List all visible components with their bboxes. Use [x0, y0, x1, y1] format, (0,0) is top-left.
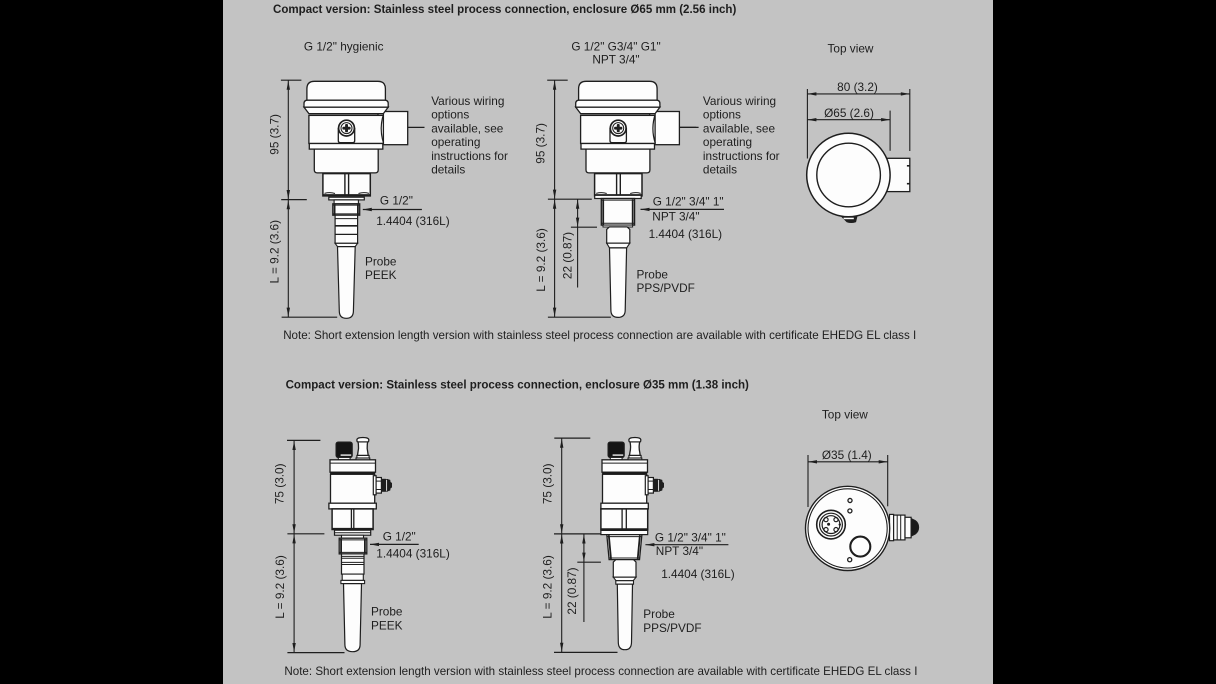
svg-text:details: details	[703, 163, 737, 177]
svg-text:instructions for: instructions for	[431, 149, 508, 163]
svg-text:Probe: Probe	[371, 605, 403, 619]
svg-text:L = 9.2 (3.6): L = 9.2 (3.6)	[534, 228, 548, 292]
svg-text:G 1/2": G 1/2"	[383, 530, 416, 544]
svg-text:operating: operating	[431, 135, 480, 149]
svg-text:L = 9.2 (3.6): L = 9.2 (3.6)	[541, 555, 555, 619]
svg-text:PEEK: PEEK	[371, 618, 403, 632]
svg-text:PPS/PVDF: PPS/PVDF	[637, 281, 695, 295]
svg-text:Probe: Probe	[643, 607, 675, 621]
svg-text:Various wiring: Various wiring	[703, 94, 776, 108]
svg-text:G 1/2" 3/4" 1": G 1/2" 3/4" 1"	[653, 195, 724, 209]
svg-text:Ø35 (1.4): Ø35 (1.4)	[822, 448, 872, 462]
svg-text:Top view: Top view	[822, 407, 868, 421]
svg-text:options: options	[703, 108, 741, 122]
svg-text:75 (3.0): 75 (3.0)	[273, 463, 287, 504]
svg-text:NPT 3/4": NPT 3/4"	[656, 544, 703, 558]
svg-text:Ø65 (2.6): Ø65 (2.6)	[824, 106, 874, 120]
svg-text:Note: Short extension length v: Note: Short extension length version wit…	[283, 329, 916, 342]
svg-text:operating: operating	[703, 135, 752, 149]
svg-text:G 1/2" G3/4" G1": G 1/2" G3/4" G1"	[571, 40, 660, 54]
svg-text:instructions for: instructions for	[703, 149, 780, 163]
svg-text:G 1/2" 3/4" 1": G 1/2" 3/4" 1"	[655, 530, 726, 544]
svg-text:75 (3.0): 75 (3.0)	[541, 463, 555, 504]
svg-text:Probe: Probe	[637, 267, 669, 281]
svg-text:NPT 3/4": NPT 3/4"	[592, 52, 639, 66]
svg-text:details: details	[431, 163, 465, 177]
svg-text:Various wiring: Various wiring	[431, 94, 504, 108]
svg-text:Top view: Top view	[828, 42, 874, 56]
svg-text:Note: Short extension length v: Note: Short extension length version wit…	[284, 665, 917, 678]
svg-text:1.4404 (316L): 1.4404 (316L)	[376, 214, 450, 228]
svg-text:G 1/2": G 1/2"	[380, 193, 413, 207]
svg-text:95 (3.7): 95 (3.7)	[267, 114, 281, 155]
svg-text:available, see: available, see	[431, 121, 504, 135]
svg-text:Probe: Probe	[365, 254, 397, 268]
svg-text:L = 9.2 (3.6): L = 9.2 (3.6)	[267, 220, 281, 284]
svg-text:80 (3.2): 80 (3.2)	[837, 80, 878, 94]
svg-text:G 1/2" hygienic: G 1/2" hygienic	[304, 40, 384, 54]
svg-text:PPS/PVDF: PPS/PVDF	[643, 621, 701, 635]
svg-text:options: options	[431, 108, 469, 122]
svg-text:1.4404 (316L): 1.4404 (316L)	[376, 546, 450, 560]
svg-text:95 (3.7): 95 (3.7)	[534, 123, 548, 164]
svg-text:available, see: available, see	[703, 121, 776, 135]
svg-text:22 (0.87): 22 (0.87)	[565, 567, 579, 614]
svg-text:Compact version: Stainless ste: Compact version: Stainless steel process…	[286, 379, 749, 391]
svg-text:1.4404 (316L): 1.4404 (316L)	[649, 227, 723, 241]
svg-text:Compact version: Stainless ste: Compact version: Stainless steel process…	[273, 4, 736, 16]
svg-text:1.4404 (316L): 1.4404 (316L)	[661, 567, 735, 581]
svg-text:L = 9.2 (3.6): L = 9.2 (3.6)	[273, 555, 287, 619]
svg-text:PEEK: PEEK	[365, 268, 397, 282]
svg-text:22 (0.87): 22 (0.87)	[560, 232, 574, 279]
svg-text:NPT 3/4": NPT 3/4"	[652, 209, 699, 223]
